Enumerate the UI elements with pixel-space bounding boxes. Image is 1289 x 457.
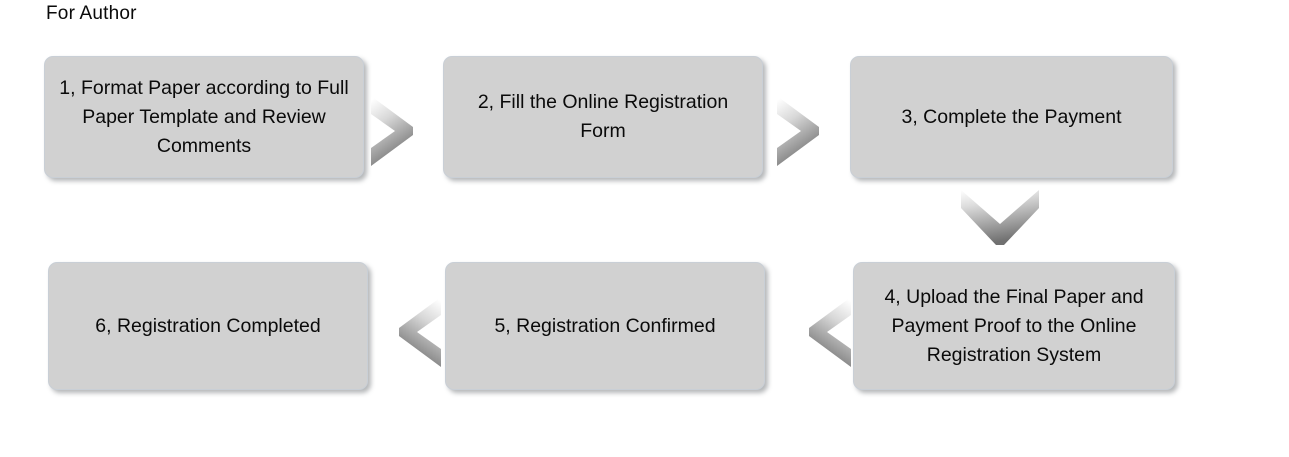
flow-node-5-label: 5, Registration Confirmed (494, 314, 716, 337)
flow-node-4-label: 4, Upload the Final Paper and Payment Pr… (884, 285, 1144, 366)
flow-node-1-label: 1, Format Paper according to Full Paper … (59, 76, 349, 157)
flow-node-1[interactable]: 1, Format Paper according to Full Paper … (44, 56, 364, 178)
page-title: For Author (46, 3, 137, 24)
flow-node-2[interactable]: 2, Fill the Online Registration Form (443, 56, 763, 178)
arrow-left-icon-4-5 (779, 294, 857, 370)
flow-node-5[interactable]: 5, Registration Confirmed (445, 262, 765, 390)
arrow-right-icon-1-2 (365, 92, 445, 170)
arrow-right-icon-2-3 (771, 92, 851, 170)
arrow-down-icon-3-4 (958, 186, 1042, 248)
flow-node-4[interactable]: 4, Upload the Final Paper and Payment Pr… (853, 262, 1175, 390)
flow-node-3[interactable]: 3, Complete the Payment (850, 56, 1173, 178)
flow-node-6[interactable]: 6, Registration Completed (48, 262, 368, 390)
arrow-left-icon-5-6 (369, 294, 447, 370)
flow-node-6-label: 6, Registration Completed (95, 314, 321, 337)
flow-node-3-label: 3, Complete the Payment (901, 105, 1122, 128)
flow-node-2-label: 2, Fill the Online Registration Form (477, 91, 729, 142)
